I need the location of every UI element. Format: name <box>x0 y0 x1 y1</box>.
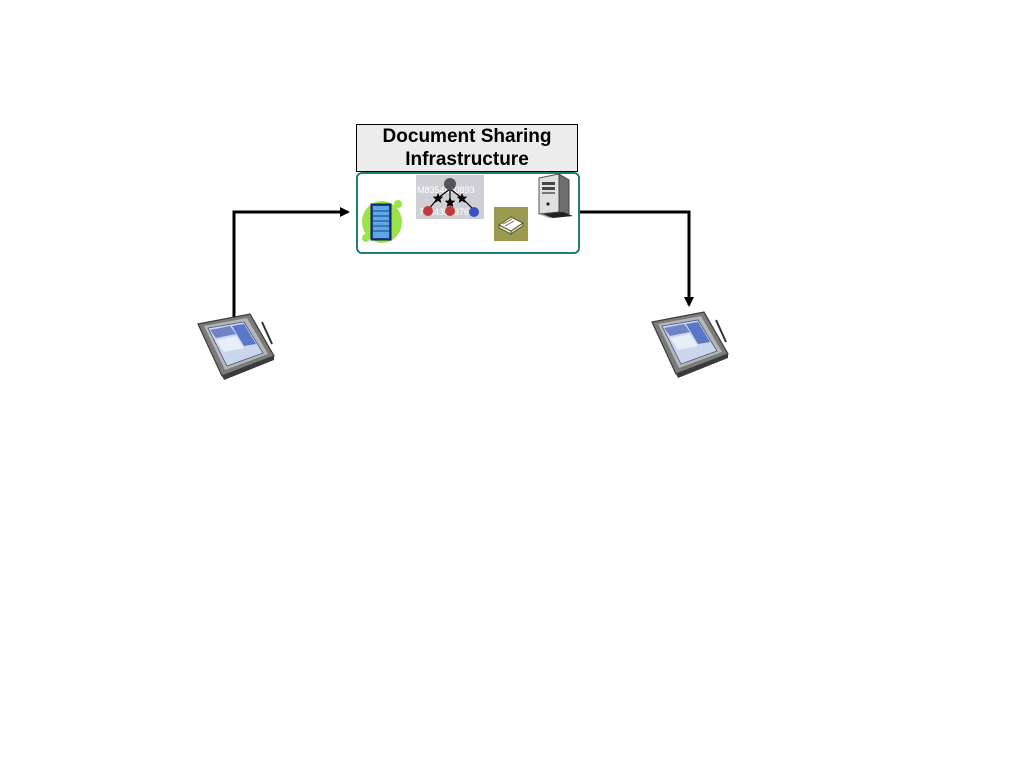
network-top-label: M8354670893 <box>417 185 475 195</box>
network-mesh-icon: M8354670893 71843503768 <box>416 175 484 219</box>
infrastructure-title-box: Document Sharing Infrastructure <box>356 124 578 172</box>
right-tablet-pc-icon <box>651 311 729 378</box>
server-rack-icon <box>362 200 402 243</box>
book-icon <box>494 207 528 241</box>
left-connector-arrow <box>232 207 350 318</box>
left-tablet-pc-icon <box>197 313 275 380</box>
title-line-1: Document Sharing <box>382 126 552 147</box>
right-connector-arrow <box>580 210 694 307</box>
title-line-2: Infrastructure <box>405 149 529 170</box>
tower-server-icon <box>538 173 573 218</box>
